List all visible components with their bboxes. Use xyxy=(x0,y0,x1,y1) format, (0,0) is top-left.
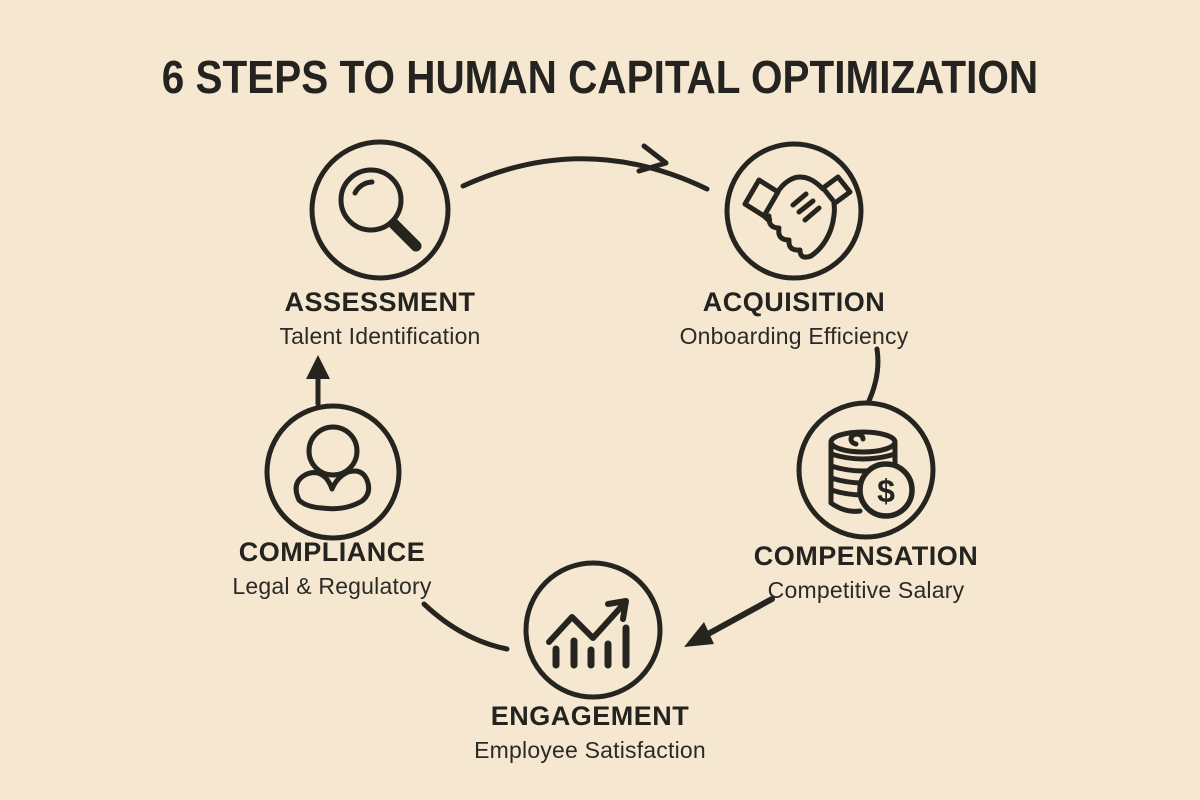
magnifier-icon xyxy=(338,167,422,252)
step-compensation-subtitle: Competitive Salary xyxy=(767,577,965,603)
dollar-sign: $ xyxy=(877,473,895,509)
step-compensation: COMPENSATION Competitive Salary xyxy=(754,541,979,604)
coin-stack-dollar-icon: $ xyxy=(828,429,915,519)
step-compensation-title: COMPENSATION xyxy=(753,541,979,571)
arrow-assessment-to-acquisition xyxy=(460,143,710,192)
connector-acquisition-to-compensation xyxy=(865,346,881,406)
engagement-circle xyxy=(523,560,663,700)
handshake-icon xyxy=(742,174,853,260)
growth-arrowhead xyxy=(605,598,629,622)
step-engagement-subtitle: Employee Satisfaction xyxy=(474,737,706,763)
page-title: 6 STEPS TO HUMAN CAPITAL OPTIMIZATION xyxy=(161,51,1039,103)
title-wrap: 6 STEPS TO HUMAN CAPITAL OPTIMIZATION xyxy=(0,50,1200,104)
step-acquisition-subtitle: Onboarding Efficiency xyxy=(679,323,909,349)
step-engagement-title: ENGAGEMENT xyxy=(490,701,690,731)
arrow-compliance-to-assessment xyxy=(306,355,330,407)
assessment-circle xyxy=(309,139,451,281)
acquisition-circle xyxy=(724,141,864,281)
arrow-compensation-to-engagement xyxy=(684,596,775,647)
step-acquisition-title: ACQUISITION xyxy=(702,287,886,317)
person-icon xyxy=(293,424,372,512)
step-compliance-subtitle: Legal & Regulatory xyxy=(232,573,432,599)
growth-chart-icon xyxy=(546,598,630,669)
step-assessment: ASSESSMENT Talent Identification xyxy=(279,287,480,350)
step-assessment-title: ASSESSMENT xyxy=(284,287,476,317)
compliance-circle xyxy=(264,403,402,541)
step-engagement: ENGAGEMENT Employee Satisfaction xyxy=(474,701,706,764)
step-assessment-subtitle: Talent Identification xyxy=(279,323,481,349)
step-acquisition: ACQUISITION Onboarding Efficiency xyxy=(680,287,909,350)
dollar-badge xyxy=(857,461,915,519)
step-compliance-title: COMPLIANCE xyxy=(238,537,426,567)
connector-engagement-to-compliance xyxy=(421,601,510,652)
step-compliance: COMPLIANCE Legal & Regulatory xyxy=(232,537,431,600)
